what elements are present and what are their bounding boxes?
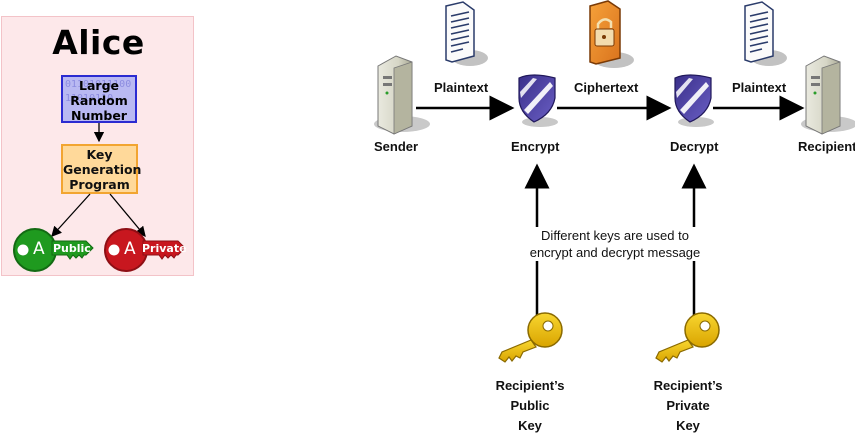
private-key-icon [104,228,186,272]
document-icon [445,1,488,66]
locked-document-icon [589,0,634,68]
different-keys-note: Different keys are used to encrypt and d… [525,227,705,261]
private-key-letter: A [124,239,136,259]
random-bits-background: 0110101110011010110 [65,79,132,104]
random-number-label: Large Random Number [70,78,128,123]
public-key-letter: A [33,239,45,259]
sender-label: Sender [374,139,419,154]
panel-title: Alice [52,23,145,62]
public-key-label: Public [53,242,91,255]
key-icon [655,312,720,363]
recipient-label: Recipient [798,139,855,154]
plaintext-out-label: Plaintext [732,80,787,95]
public-key-icon [13,228,94,272]
random-number-box: 0110101110011010110 Large Random Number [61,75,137,123]
key-generation-panel: Alice 0110101110011010110 Large Random N… [1,16,194,276]
decrypt-label: Decrypt [670,139,719,154]
shield-icon [674,74,714,127]
arrow-keygen-to-private [109,193,146,237]
public-key-caption: Recipient’s Public Key [495,378,565,433]
private-key-caption: Recipient’s Private Key [653,378,723,433]
server-icon [801,55,855,135]
key-generation-arrows [13,123,186,272]
ciphertext-label: Ciphertext [574,80,639,95]
arrow-keygen-to-public [51,193,91,237]
key-icon [498,312,563,363]
key-generation-program-box: Key Generation Program [61,144,141,194]
plaintext-in-label: Plaintext [434,80,489,95]
shield-icon [518,74,558,127]
private-key-label: Private [142,242,187,255]
document-icon [744,1,787,66]
server-icon [374,55,430,135]
encrypt-label: Encrypt [511,139,560,154]
